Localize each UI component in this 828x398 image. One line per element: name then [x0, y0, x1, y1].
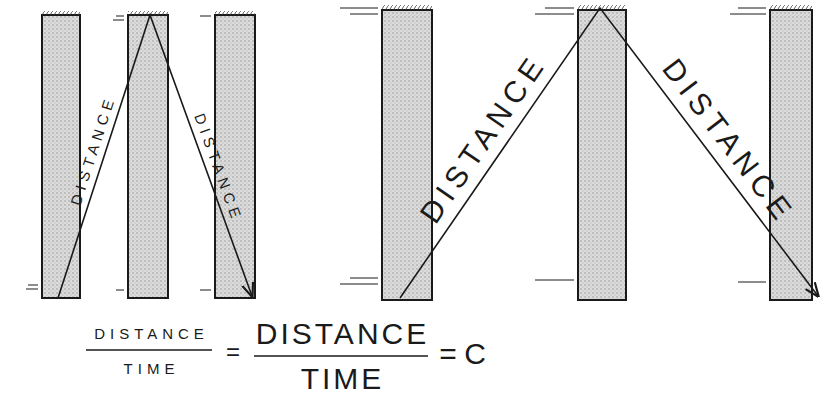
formula-term: =	[226, 340, 240, 364]
formula-term: TIME	[298, 364, 385, 394]
formula-term: =	[439, 339, 457, 369]
mirror-bars	[42, 10, 812, 300]
formula-term: TIME	[119, 361, 180, 376]
fraction-bars	[86, 350, 428, 356]
formula-term: C	[464, 339, 486, 369]
formula-term: DISTANCE	[253, 319, 429, 349]
motion-ticks	[26, 8, 766, 290]
bar-caps	[42, 5, 812, 15]
formula-term: DISTANCE	[89, 326, 209, 341]
light-paths	[58, 8, 818, 298]
